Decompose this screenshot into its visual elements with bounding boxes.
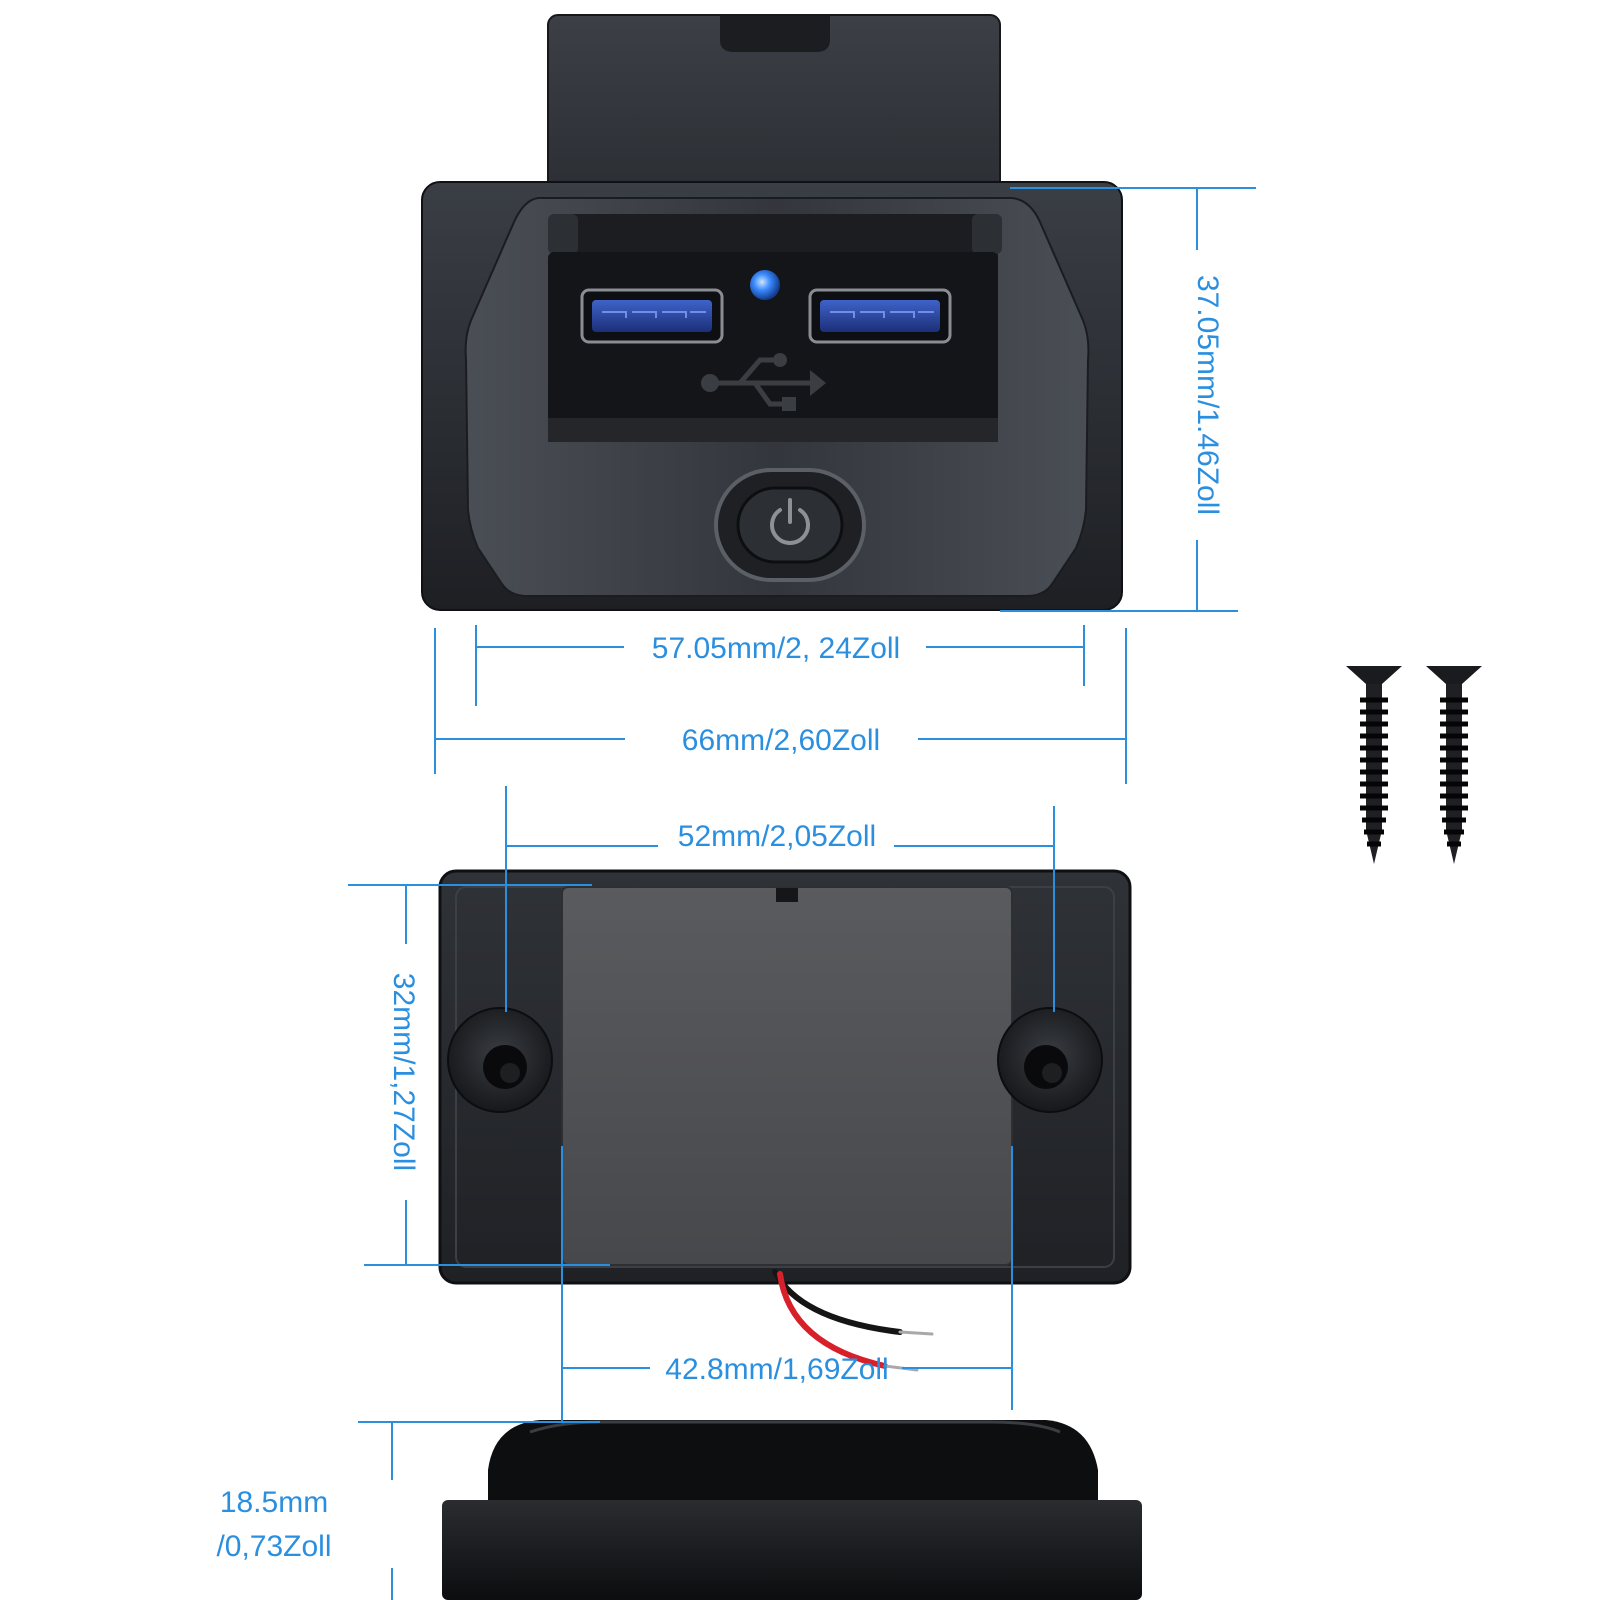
side-view [442,1420,1142,1600]
mount-hole-left [447,1007,553,1113]
usb-port-right [808,288,952,344]
dimension-lines [348,187,1256,1600]
side-top-dome [488,1420,1098,1500]
back-view [438,869,1132,1372]
dim-hole-spacing-label: 52mm/2,05Zoll [678,820,876,853]
screw-right [1426,666,1482,864]
power-icon [770,498,810,545]
screw-icon [1346,666,1402,864]
side-dome-highlight [529,1420,1061,1434]
dim-outer-width-label: 66mm/2,60Zoll [682,724,880,757]
usb-port-left [580,288,724,344]
lid-notch [720,16,830,52]
mount-hole-right [997,1007,1103,1113]
indicator-led [750,270,780,300]
back-cover-plate [561,886,1013,1266]
side-base-flange [442,1500,1142,1600]
port-panel-lip [548,418,998,442]
screw-icon [1426,666,1482,864]
dim-body-width-label: 42.8mm/1,69Zoll [665,1353,888,1386]
cover-plate-tab [776,888,798,902]
hinge-right [972,214,1002,254]
hinge-left [548,214,578,254]
power-wires [772,1269,934,1372]
dim-front-height-label: 37.05mm/1.46Zoll [1191,275,1224,515]
screw-left [1346,666,1402,864]
usb-icon [701,353,826,411]
dim-inner-width-label: 57.05mm/2, 24Zoll [652,632,900,665]
front-view [421,14,1123,611]
power-button [714,468,866,582]
dim-back-height-label: 32mm/1,27Zoll [387,973,420,1171]
dim-depth-label-line2: /0,73Zoll [216,1530,331,1563]
dim-depth-label-line1: 18.5mm [220,1486,328,1519]
